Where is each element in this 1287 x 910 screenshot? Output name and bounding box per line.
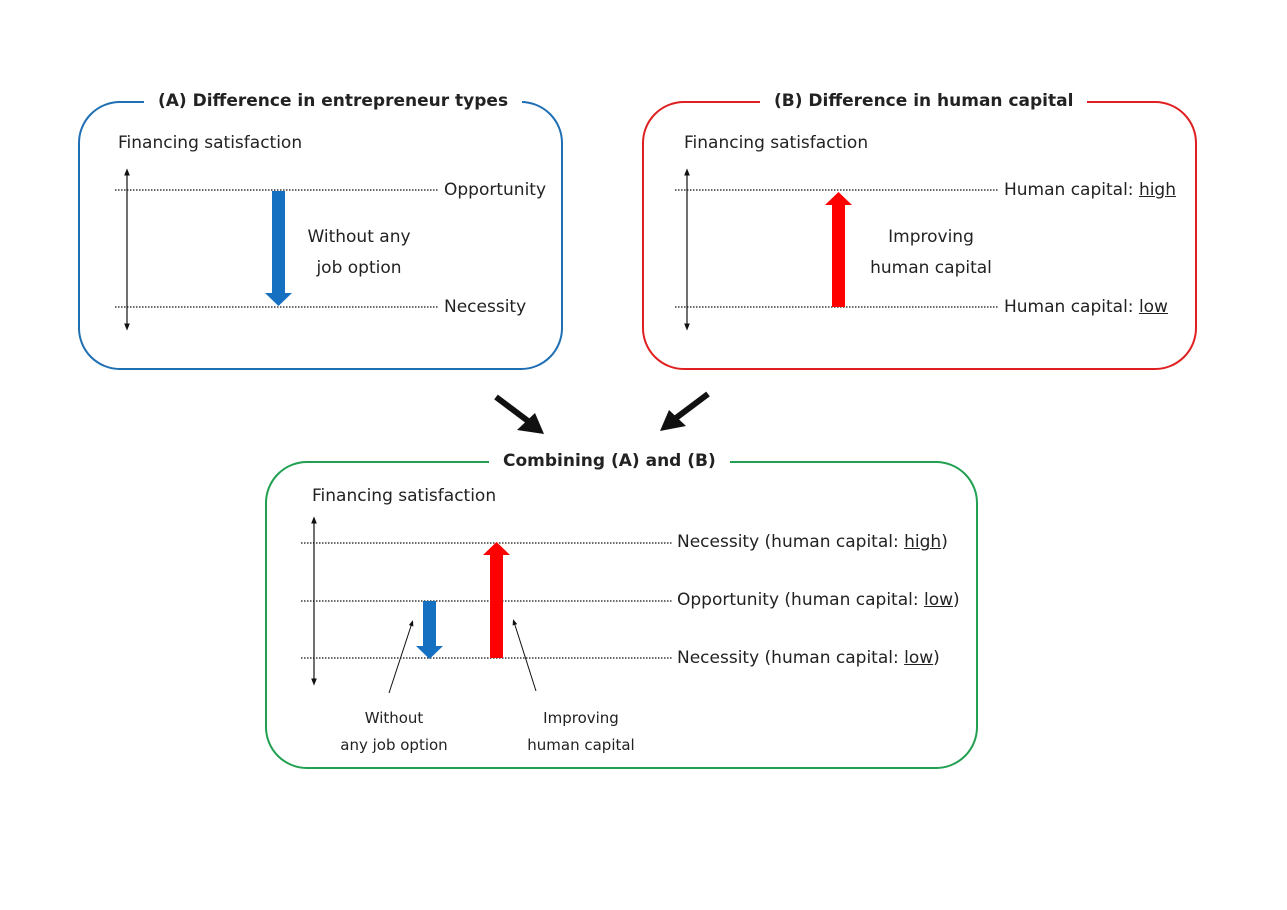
- panel-b-level-high-prefix: Human capital:: [1004, 180, 1139, 200]
- panel-b-level-high-value: high: [1138, 180, 1177, 200]
- panel-b-level-low-prefix: Human capital:: [1004, 297, 1139, 317]
- panel-c-note-right-line1: Improving: [543, 709, 619, 727]
- panel-b-level-low-value: low: [1138, 297, 1168, 317]
- panel-a-level-necessity: Necessity: [444, 297, 527, 317]
- panel-c-level-mid-value: low: [923, 590, 954, 610]
- connector-arrow-left: [494, 394, 530, 424]
- panel-c-level-bottom-prefix: Necessity (human capital:: [677, 648, 905, 668]
- panel-a-title: (A) Difference in entrepreneur types: [144, 89, 523, 113]
- panel-b-arrow-label: Improving human capital: [862, 222, 1000, 284]
- panel-c-level-mid-suffix: ): [953, 590, 960, 610]
- panel-c-level-top-suffix: ): [941, 532, 948, 552]
- panel-b-axis-label: Financing satisfaction: [684, 133, 869, 153]
- panel-c-pointer-right: [512, 619, 537, 692]
- panel-b-up-arrow: [825, 192, 852, 307]
- panel-a-down-arrow: [265, 191, 292, 306]
- panel-c-title: Combining (A) and (B): [489, 449, 730, 473]
- panel-b-arrow-label-line1: Improving: [888, 227, 974, 247]
- panel-a: (A) Difference in entrepreneur types: [78, 89, 563, 370]
- connector-arrow-left-head: [517, 413, 544, 434]
- panel-c-level-necessity-low: Necessity (human capital: low): [677, 647, 940, 669]
- panel-c-down-arrow: [416, 601, 443, 659]
- panel-c-note-left: Without any job option: [334, 705, 454, 759]
- panel-c-note-left-line2: any job option: [340, 736, 448, 754]
- panel-b-title: (B) Difference in human capital: [760, 89, 1088, 113]
- connector-arrow-right-head: [660, 410, 686, 431]
- panel-c-level-opportunity-low: Opportunity (human capital: low): [677, 589, 960, 611]
- panel-c-level-bottom-suffix: ): [933, 648, 940, 668]
- panel-c-note-left-line1: Without: [364, 709, 424, 727]
- connector-arrow-right: [674, 391, 710, 421]
- panel-c-up-arrow: [483, 542, 510, 658]
- panel-c-axis-label: Financing satisfaction: [312, 486, 497, 506]
- panel-a-arrow-label-line1: Without any: [307, 227, 411, 247]
- panel-b-level-high: Human capital: high: [1004, 179, 1176, 201]
- panel-c-level-necessity-high: Necessity (human capital: high): [677, 531, 948, 553]
- panel-a-axis-label: Financing satisfaction: [118, 133, 303, 153]
- panel-c-level-top-prefix: Necessity (human capital:: [677, 532, 905, 552]
- panel-c-level-bottom-value: low: [904, 648, 934, 668]
- panel-c-pointer-left: [388, 620, 414, 694]
- panel-c-note-right-line2: human capital: [527, 736, 635, 754]
- panel-c-level-top-value: high: [904, 532, 942, 552]
- panel-a-level-opportunity: Opportunity: [444, 180, 547, 200]
- panel-b-arrow-label-line2: human capital: [870, 258, 992, 278]
- panel-c-note-right: Improving human capital: [520, 705, 642, 759]
- panel-a-arrow-label-line2: job option: [316, 258, 402, 278]
- panel-b-level-low: Human capital: low: [1004, 296, 1168, 318]
- panel-c: Combining (A) and (B): [265, 449, 978, 769]
- panel-a-arrow-label: Without any job option: [300, 222, 418, 284]
- panel-b: (B) Difference in human capital: [642, 89, 1197, 370]
- panel-c-level-mid-prefix: Opportunity (human capital:: [677, 590, 924, 610]
